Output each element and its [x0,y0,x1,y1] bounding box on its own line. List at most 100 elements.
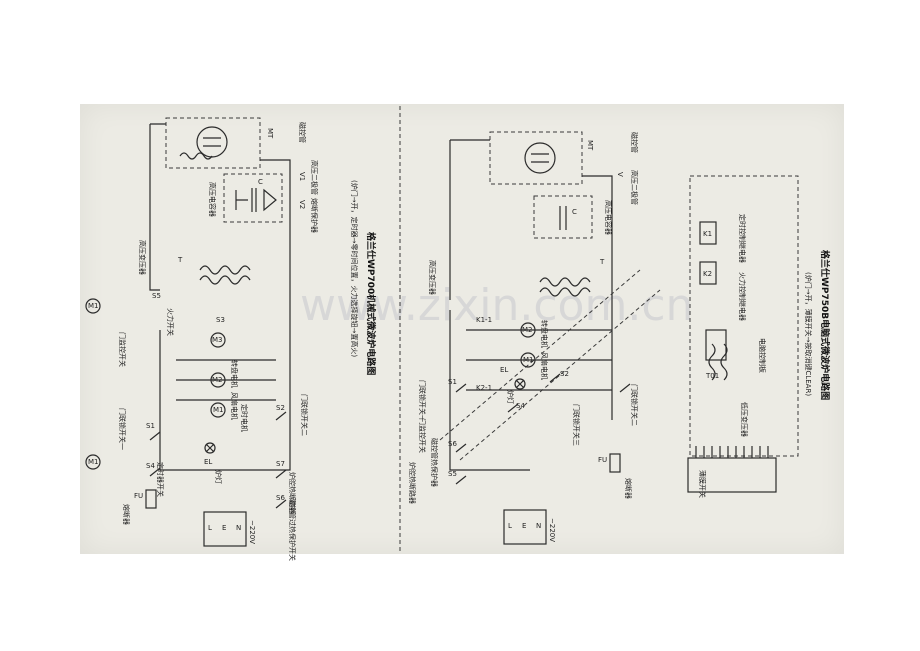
left-label-hv-transformer: 高压变压器 [138,240,147,275]
left-label-timer-motor: 定时电机 [240,404,249,432]
right-lamp-cross [515,379,525,389]
left-label-220v: ~220V [248,520,256,544]
right-label-m2: M2 [522,326,533,334]
left-label-m1-top: M1 [88,302,99,310]
right-label-fuse: 熔断器 [624,478,633,499]
right-capacitor-symbol [559,206,567,230]
right-label-l: L [508,522,512,530]
right-membrane-pins [695,446,769,458]
right-label-turntable-relay: 定时控制继电器 [738,214,747,263]
left-wire-b [230,159,291,471]
left-motor-m1 [210,402,226,418]
right-caption: (炉门→开，薄膜开关→按取消键CLEAR) [804,272,813,396]
right-magnetron-box [489,131,583,185]
right-label-s4: S4 [516,402,525,410]
left-label-m3: M3 [212,336,223,344]
left-wire-c [159,330,230,471]
right-diagram: MT 磁控管 高压二极管 V C 高压电容器 T 高压变压器 K1-1 K2-1… [408,131,831,545]
right-label-t: T [599,258,605,266]
right-relay-k1 [699,221,717,245]
right-label-k2-1: K2-1 [476,384,492,392]
left-label-oven-thermal: 炉腔热断路器 [288,472,297,514]
left-diode-symbol [263,188,277,212]
right-lamp-symbol [514,378,526,390]
right-label-e: E [522,522,526,530]
right-label-hv-capacitor: 高压电容器 [604,200,613,235]
right-wire-bus [466,329,612,391]
right-label-power-relay: 火力控制继电器 [738,272,747,321]
left-label-m2: M2 [212,376,223,384]
right-label-fu: FU [598,456,607,464]
right-label-s6: S6 [448,440,457,448]
left-label-door-switch1: 门联锁开关一 [118,408,127,450]
left-label-fuse: 熔断器 [122,504,131,525]
right-label-k2: K2 [703,270,712,278]
left-label-s4: S4 [146,462,155,470]
left-magnetron-electrodes [203,137,221,147]
left-label-s1: S1 [146,422,155,430]
right-label-s5: S5 [448,470,457,478]
left-capacitor-symbol [235,188,257,212]
left-label-v1: V1 [298,172,306,181]
left-fuse-symbol [145,489,157,509]
right-label-k1: K1 [703,230,712,238]
right-label-s1: S1 [448,378,457,386]
right-relay-links [439,269,661,461]
right-label-fan-motor: 风扇电机 [540,352,549,380]
left-label-s3: S3 [216,316,225,324]
right-label-220v: ~220V [548,518,556,542]
right-label-c: C [572,208,577,216]
right-magnetron-symbol [524,142,556,174]
watermark: www.zixin.com.cn [300,280,693,331]
left-label-el: EL [204,458,212,466]
left-label-v2: V2 [298,200,306,209]
left-m1-indicator [85,298,101,314]
right-label-thermal: 磁控管热保护器 [430,438,439,487]
right-motor-m2 [520,322,536,338]
right-label-n: N [536,522,541,530]
right-relay-k2 [699,261,717,285]
right-label-control-board: 电脑控制板 [758,338,767,373]
left-label-mag-thermal: 磁控管过热保护开关 [288,498,297,561]
left-label-power-switch: 火力开关 [166,308,175,336]
left-label-s7: S7 [276,460,285,468]
left-label-timer-switch: 定时器开关 [156,462,165,497]
right-label-m1: M1 [523,356,534,364]
right-label-mt: MT [586,140,594,151]
left-label-n: N [236,524,241,532]
right-label-hv-transformer: 高压变压器 [428,260,437,295]
right-label-lv-transformer: 低压变压器 [740,402,749,437]
right-label-v: V [616,172,624,177]
left-label-fan-motor: 风扇电机 [230,392,239,420]
left-m1-indicator-2 [85,454,101,470]
left-magnetron-symbol [196,126,228,158]
right-label-membrane-switch: 薄膜开关 [698,470,707,498]
left-label-door-switch2: 门联锁开关二 [300,394,309,436]
left-magnetron-filament [179,152,213,160]
left-plug-box [203,511,247,547]
left-motor-m2 [210,372,226,388]
right-plug-box [503,509,547,545]
right-label-el: EL [500,366,508,374]
right-label-lamp: 炉灯 [506,390,515,404]
left-switch-blades [149,411,287,509]
right-lv-transformer-symbol [708,343,728,381]
right-label-t01: T01 [705,372,719,380]
left-label-l: L [208,524,212,532]
right-control-chip [705,329,727,361]
right-wire-main [449,139,613,471]
left-label-s5: S5 [152,292,161,300]
left-label-c: C [258,178,263,186]
right-label-k1-1: K1-1 [476,316,492,324]
right-switch-blades [455,373,631,485]
left-label-turntable-motor: 转盘电机 [230,360,239,388]
right-label-door-monitor: 门监控开关 [418,418,427,453]
right-label-s2: S2 [560,370,569,378]
left-lamp-cross [205,443,215,453]
right-label-oven-thermal: 炉腔热断路器 [408,462,417,504]
left-diagram: MT 磁控管 C 高压电容器 V1 高压二极管 V2 熔断保护器 T 高压变压器… [85,117,377,561]
left-caption: (炉门→开，定时器→零时间位置，火力选择旋钮→置高火) [350,180,359,357]
left-lamp-symbol [204,442,216,454]
